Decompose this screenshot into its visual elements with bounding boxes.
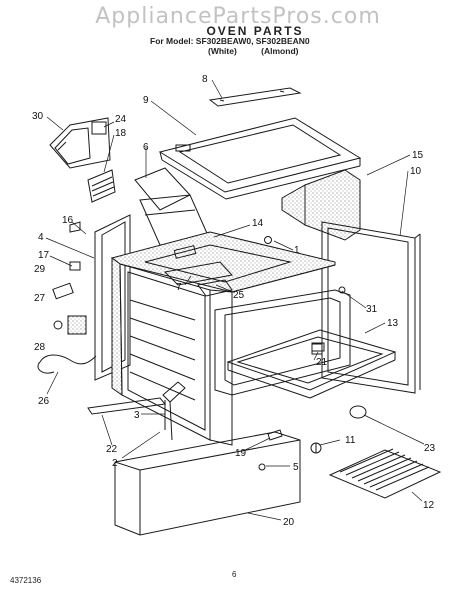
callout-label: 31 (366, 304, 378, 315)
callout-label: 11 (345, 435, 356, 446)
page-number: 6 (232, 570, 237, 579)
part-23-light-lens (349, 405, 367, 419)
callout-label: 16 (62, 215, 74, 226)
watermark: AppliancePartsPros.com (95, 4, 381, 29)
callout-label: 6 (143, 142, 149, 153)
part-27-grommet (53, 320, 63, 330)
part-22-bottom-rail (87, 397, 166, 415)
callout-label: 17 (38, 250, 50, 261)
callout-label: 8 (202, 74, 208, 85)
callout-label: 21 (316, 357, 328, 368)
callout-label: 26 (38, 396, 50, 407)
part-28-insulation-pad (67, 315, 87, 335)
variant-line: (White) (Almond) (208, 46, 408, 56)
callout-label: 10 (410, 166, 422, 177)
callout-label: 23 (424, 443, 436, 454)
part-5-screw (258, 463, 266, 471)
oven-cavity-body (110, 231, 336, 446)
callout-label: 27 (34, 293, 46, 304)
part-15-rear-insulation (281, 169, 361, 241)
document-id: 4372136 (10, 576, 42, 585)
callout-label: 4 (38, 232, 44, 243)
callout-label: 24 (115, 114, 127, 125)
part-30-24-bracket-assembly (49, 117, 111, 169)
callout-label: 20 (283, 517, 295, 528)
callout-label: 2 (112, 458, 118, 469)
callout-label: 5 (293, 462, 299, 473)
part-26-wire-harness (37, 354, 97, 374)
part-1-grommet (264, 236, 272, 244)
part-7-25-element-bracket (163, 261, 233, 297)
callout-label: 19 (235, 448, 247, 459)
callout-label: 18 (115, 128, 127, 139)
callout-label: 7 (176, 282, 182, 293)
diagram-title: OVEN PARTS (206, 24, 304, 38)
part-11-burner-knob (310, 442, 322, 454)
model-line: For Model: SF302BEAW0, SF302BEAN0 (150, 36, 310, 46)
part-8-top-trim-strip (208, 87, 302, 107)
part-20-bottom-panel (114, 431, 301, 536)
part-29-label (52, 282, 74, 300)
callout-label: 13 (387, 318, 399, 329)
callout-label: 3 (134, 410, 140, 421)
part-14-cavity-top-plate (144, 244, 292, 283)
callout-leader-lines (45, 79, 425, 521)
part-3-door-hinge (162, 381, 186, 441)
callout-label: 30 (32, 111, 44, 122)
part-9-top-panel (158, 117, 362, 200)
callout-label: 22 (106, 444, 118, 455)
variant-almond: (Almond) (261, 46, 299, 56)
callout-label: 29 (34, 264, 46, 275)
variant-white: (White) (208, 46, 237, 56)
part-12-oven-rack (328, 448, 442, 499)
callout-label: 28 (34, 342, 46, 353)
part-10-right-side-panel (321, 221, 421, 394)
part-4-left-side-panel (94, 214, 131, 381)
callout-label: 12 (423, 500, 435, 511)
callout-label: 15 (412, 150, 424, 161)
callout-numbers: 8 9 30 24 18 6 15 10 16 14 4 1 17 29 7 2… (32, 74, 436, 528)
part-17-switch (69, 261, 81, 271)
part-16-clip (69, 221, 81, 233)
part-31-plug (338, 286, 346, 294)
callout-label: 1 (294, 245, 300, 256)
callout-label: 9 (143, 95, 149, 106)
part-18-vent-grille (87, 169, 116, 203)
part-13-broiler-pan (226, 329, 397, 399)
oven-door-frame (214, 289, 351, 396)
callout-label: 25 (233, 290, 245, 301)
part-6-vent-duct (134, 167, 211, 246)
part-21-light-socket (311, 343, 323, 355)
callout-label: 14 (252, 218, 264, 229)
part-19-clip (267, 429, 283, 441)
